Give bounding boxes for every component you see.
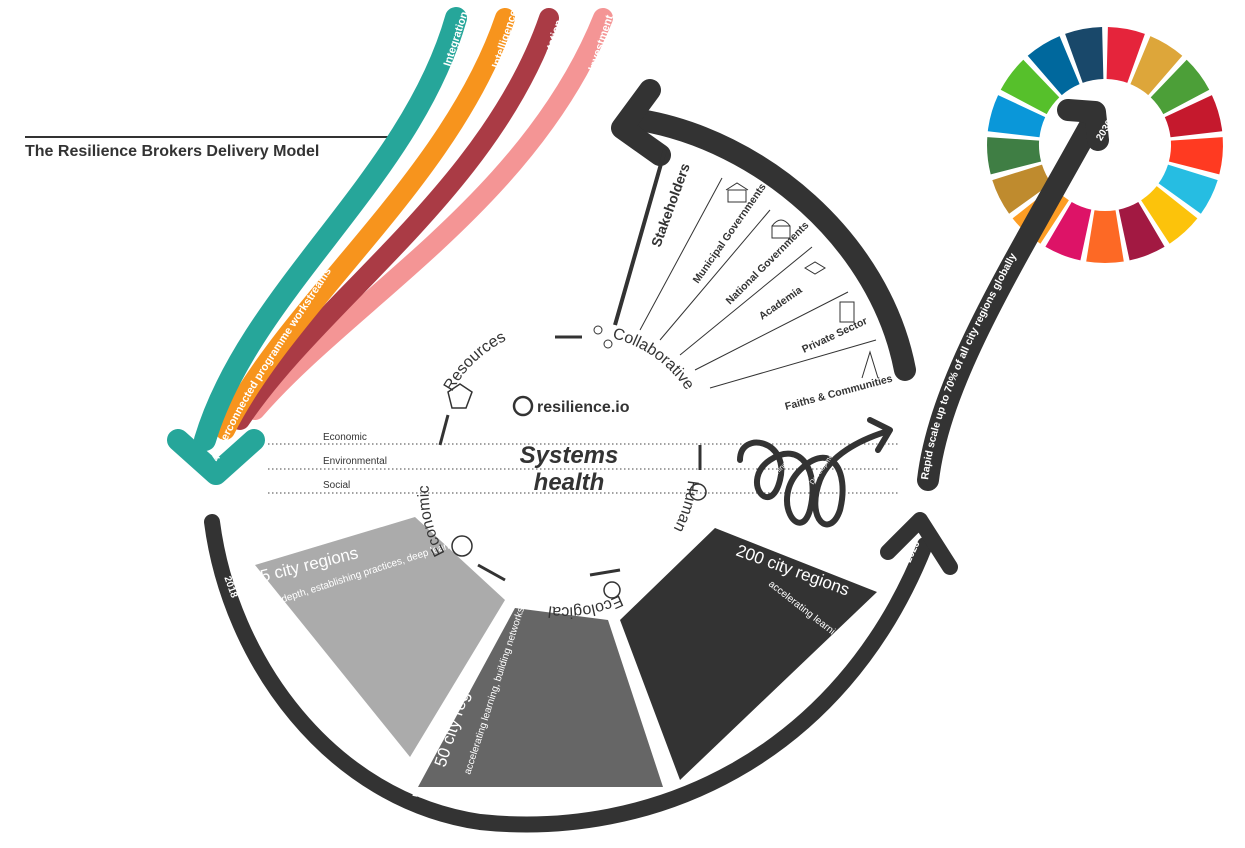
resources-icon <box>447 383 473 409</box>
sdg-wheel <box>987 27 1223 264</box>
center-health: health <box>534 469 605 496</box>
stakeholder-line-3 <box>679 246 813 356</box>
sdg-segment <box>1168 137 1223 175</box>
sdg-segment <box>1164 95 1223 138</box>
cycle-human-path: Human <box>670 479 701 534</box>
spiral-path <box>737 429 888 528</box>
sdg-segment <box>1130 36 1183 96</box>
sdg-segment <box>1158 164 1218 214</box>
layers: Economic Environmental Social <box>268 432 900 494</box>
stakeholder-line-2 <box>659 209 771 341</box>
phase-segment-50 <box>418 608 663 787</box>
scale-up-arrowhead <box>1057 99 1109 151</box>
phase-segments: 5 city regions in-depth, establishing pr… <box>255 517 908 787</box>
stakeholder-faiths: Faiths & Communities <box>784 373 894 413</box>
cycle-resources: Resources <box>441 329 509 395</box>
cycle-ecological: Ecological <box>547 591 625 620</box>
government-icon <box>771 219 791 239</box>
sdg-segment <box>1141 186 1198 244</box>
sdg-segment <box>1118 202 1165 261</box>
phase-segment-5 <box>255 517 505 757</box>
graduation-cap-icon <box>804 261 826 275</box>
stakeholder-arc <box>629 109 916 381</box>
timeline-arc <box>204 514 933 833</box>
phase-segment-200 <box>620 528 877 780</box>
brand-name: resilience.io <box>537 399 630 416</box>
cycle-ecological-path: Ecological <box>547 591 625 620</box>
process-spiral: Design Planning Development <box>737 417 893 528</box>
sdg-segment <box>992 164 1052 214</box>
sdg-segment <box>987 137 1042 175</box>
workstream-ribbons <box>167 18 603 485</box>
sdg-segment <box>1106 27 1145 83</box>
title-rule <box>25 136 411 138</box>
layer-social: Social <box>323 480 350 491</box>
timeline-arrowhead <box>880 512 958 575</box>
cycle-arrow-3 <box>589 568 621 577</box>
praying-hands-icon <box>861 350 879 379</box>
stakeholder-line-4 <box>694 291 849 371</box>
cycle-arrow-5 <box>438 414 450 446</box>
collaborative-icon <box>593 325 613 349</box>
cycle-human: Human <box>670 479 701 534</box>
sdg-segment <box>1150 59 1210 115</box>
economic-icon <box>451 535 473 557</box>
ecological-icon <box>603 581 621 599</box>
stakeholder-academia: Academia <box>757 284 805 322</box>
stakeholders-label: Stakeholders <box>648 161 693 249</box>
year-2020: 2020 <box>411 788 435 803</box>
office-icon <box>839 301 855 323</box>
page-title: The Resilience Brokers Delivery Model <box>25 143 320 160</box>
stakeholder-arc-arrowhead <box>611 79 671 166</box>
layer-environmental: Environmental <box>323 456 387 467</box>
sdg-segment <box>1000 59 1060 115</box>
sdg-segment <box>1065 27 1104 83</box>
sdg-segment <box>1086 210 1124 264</box>
stakeholder-private: Private Sector <box>800 315 869 356</box>
stakeholder-line-1 <box>639 177 723 331</box>
center-systems: Systems <box>520 442 619 469</box>
brand-logo-icon <box>512 395 534 417</box>
spiral-arrowhead <box>867 417 893 453</box>
sdg-segment <box>1045 202 1092 261</box>
cycle-collaborative: Collaborative <box>611 325 697 393</box>
stakeholders-fan: Stakeholders Municipal Governments Natio… <box>611 79 916 413</box>
cycle-arrow-4 <box>477 563 506 582</box>
sdg-segment <box>987 95 1046 138</box>
workstream-arrowhead <box>167 429 265 485</box>
stakeholders-bar <box>613 149 667 326</box>
building-icon <box>725 182 749 203</box>
cycle-resources-path: Resources <box>441 329 509 395</box>
stakeholder-line-5 <box>709 339 877 389</box>
sdg-segment <box>1027 36 1080 96</box>
scale-up-arrow <box>917 111 1103 491</box>
layer-economic: Economic <box>323 432 367 443</box>
human-icon <box>689 483 707 501</box>
cycle-collaborative-path: Collaborative <box>611 325 697 393</box>
